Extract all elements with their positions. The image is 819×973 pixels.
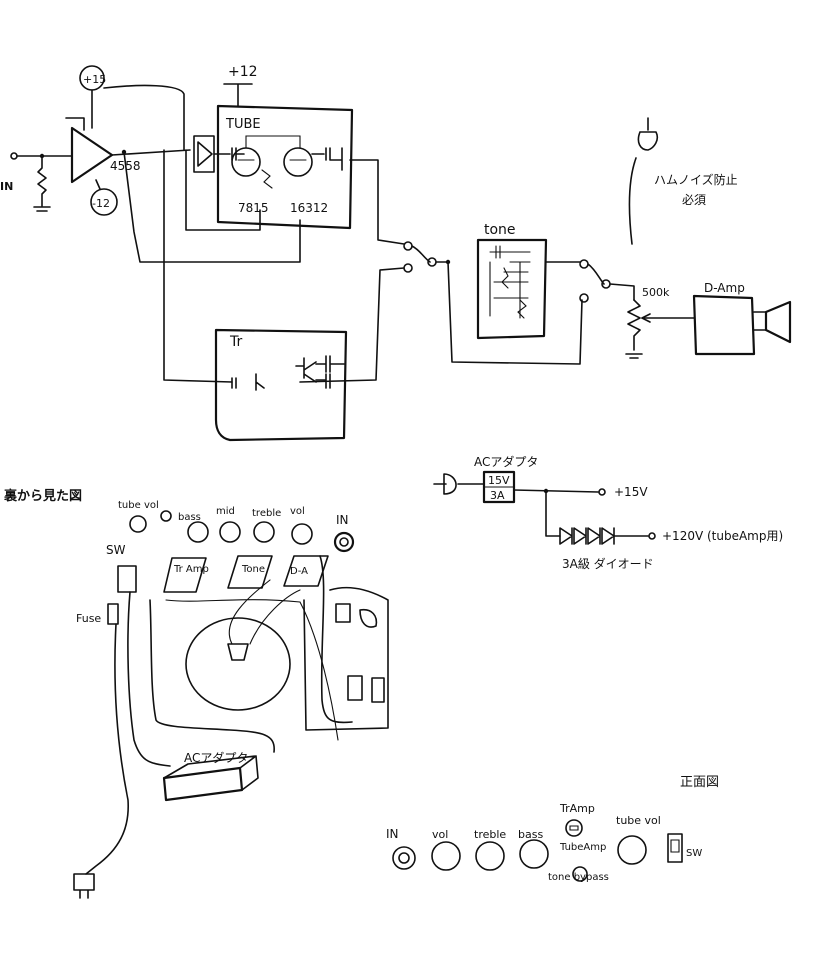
- d-amp-box: [692, 294, 756, 356]
- transistor-stage: Tr: [214, 328, 348, 442]
- front-label-tubevol: tube vol: [616, 814, 661, 827]
- tube-stage: +12 TUBE 7815 16312: [193, 64, 405, 245]
- pot-label: 500k: [642, 286, 670, 299]
- switch-routing: [163, 241, 451, 383]
- front-label-sw: SW: [686, 848, 702, 859]
- front-label-tubeamp: TubeAmp: [559, 842, 606, 853]
- front-bypass-label: tone bypass: [548, 872, 609, 883]
- input-stage: IN 4558 +15 -12: [0, 65, 301, 263]
- diode-note: 3A級 ダイオード: [562, 556, 654, 571]
- knob-label-vol: vol: [290, 506, 305, 517]
- reg1-label: 7815: [238, 201, 269, 215]
- tone-label: tone: [484, 222, 516, 238]
- reg2-label: 16312: [290, 201, 328, 215]
- front-label-in: IN: [386, 827, 399, 841]
- front-vol-knob: [431, 841, 461, 871]
- knob-label-in: IN: [336, 513, 349, 527]
- rear-view-title: 裏から見た図: [3, 488, 82, 504]
- front-label-tramp: TrAmp: [559, 802, 595, 815]
- adapter-outline: [162, 766, 244, 802]
- output-stage: 500k D-Amp ハムノイズ防止 必須: [625, 117, 792, 359]
- fuse-label: Fuse: [76, 612, 101, 625]
- front-input-jack: [392, 846, 416, 870]
- opamp-symbol: [70, 126, 114, 184]
- front-label-treble: treble: [474, 828, 506, 841]
- bass-knob: [187, 521, 209, 543]
- front-view-title: 正面図: [680, 775, 719, 790]
- hum-note-line1: ハムノイズ防止: [654, 172, 738, 187]
- adapter-box: [482, 470, 516, 504]
- vol-knob: [291, 523, 313, 545]
- switch-label: SW: [106, 543, 126, 557]
- front-tubevol-knob: [617, 835, 647, 865]
- front-power-switch: [667, 833, 683, 863]
- plus12-label: +12: [228, 64, 258, 80]
- knob-label-tubevol: tube vol: [118, 500, 159, 511]
- front-bass-knob: [519, 839, 549, 869]
- front-bypass-switch: [572, 866, 588, 882]
- out-120v: +120V (tubeAmp用): [662, 529, 783, 543]
- knob-label-mid: mid: [216, 506, 235, 517]
- board-tramp: Tr Amp: [173, 564, 209, 575]
- knob-label-treble: treble: [252, 508, 281, 519]
- out-15v: +15V: [614, 485, 648, 499]
- treble-knob: [253, 521, 275, 543]
- rear-layout-view: 裏から見た図 tube vol bass mid treble vol IN S…: [3, 488, 389, 899]
- knob-label-bass: bass: [178, 512, 201, 523]
- tone-box: [476, 238, 548, 340]
- plus15-label: +15: [83, 73, 106, 86]
- tr-label: Tr: [229, 334, 242, 350]
- tube-box-label: TUBE: [225, 117, 261, 132]
- front-amp-selector: [565, 819, 583, 837]
- adapter-title: ACアダプタ: [474, 454, 538, 469]
- adapter-label: ACアダプタ: [184, 750, 248, 765]
- d-amp-label: D-Amp: [704, 281, 745, 295]
- minus12-label: -12: [92, 197, 110, 210]
- input-jack: [333, 531, 355, 553]
- input-label: IN: [0, 180, 13, 193]
- tone-stage: tone: [447, 222, 635, 365]
- front-label-vol: vol: [432, 828, 448, 841]
- power-supply: ACアダプタ 15V 3A +15V +120V (tubeAmp用) 3A級 …: [433, 454, 783, 571]
- speaker-symbol: [764, 300, 792, 344]
- front-treble-knob: [475, 841, 505, 871]
- board-tone: Tone: [241, 564, 265, 575]
- hum-note-line2: 必須: [682, 193, 706, 207]
- tr-box: [214, 328, 348, 442]
- board-da: D-A: [290, 566, 308, 577]
- adapter-amp: 3A: [490, 489, 505, 502]
- adapter-volt: 15V: [488, 474, 510, 487]
- tube-box: [216, 104, 354, 230]
- front-view: 正面図 IN vol treble bass TrAmp TubeAmp tub…: [386, 775, 719, 883]
- front-label-bass: bass: [518, 828, 543, 841]
- tubevol-knob: [129, 515, 147, 533]
- mid-knob: [219, 521, 241, 543]
